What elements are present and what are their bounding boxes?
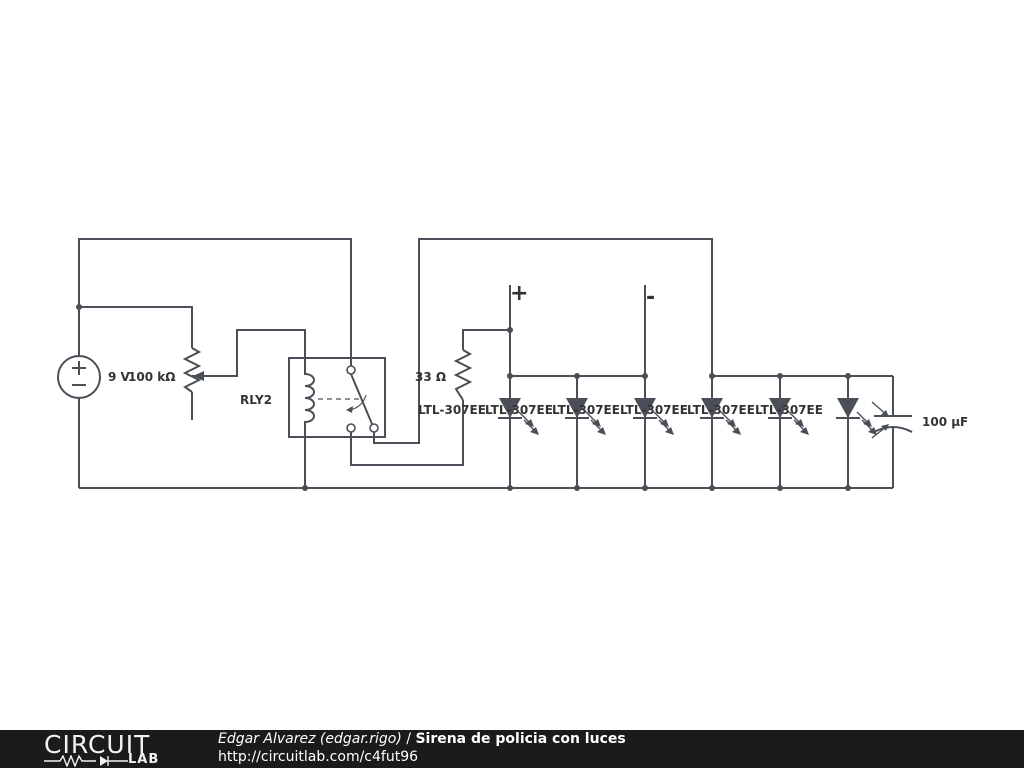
relay: [288, 357, 386, 438]
pot-label: 100 kΩ: [128, 370, 175, 384]
resistor-label: 33 Ω: [415, 370, 446, 384]
junction-dots: [76, 304, 851, 491]
circuit-url-link[interactable]: http://circuitlab.com/c4fut96: [218, 749, 419, 765]
author-name[interactable]: Edgar Alvarez (edgar.rigo): [218, 731, 402, 747]
led-5-label: LTL-307EE: [687, 403, 755, 417]
potentiometer: [182, 347, 210, 393]
brand-logo-top[interactable]: CIRCUIT: [44, 730, 151, 759]
resistor: [453, 349, 473, 401]
led-6: [835, 397, 878, 436]
led-3-label: LTL-307EE: [552, 403, 620, 417]
led-1-label: LTL-307EE: [418, 403, 486, 417]
led-6-label: LTL-307EE: [755, 403, 823, 417]
led-4-label: LTL-307EE: [620, 403, 688, 417]
relay-label: RLY2: [240, 393, 272, 407]
brand-logo-resistor-icon: [44, 755, 128, 767]
footer-bar: CIRCUIT LAB Edgar Alvarez (edgar.rigo) /…: [0, 730, 1024, 768]
circuit-title: Sirena de policia con luces: [415, 731, 626, 747]
source-label: 9 V: [108, 370, 131, 384]
capacitor-label: 100 µF: [922, 415, 968, 429]
circuit-schematic: 9 V 100 kΩ RLY2 33 Ω + -: [57, 238, 968, 491]
led-2-label: LTL-307EE: [485, 403, 553, 417]
voltage-source: [57, 355, 101, 399]
capacitor: [871, 401, 913, 439]
brand-logo-bottom[interactable]: LAB: [128, 752, 160, 767]
separator: /: [401, 731, 416, 747]
minus-terminal-label: -: [646, 285, 655, 310]
wires: [78, 238, 894, 489]
plus-terminal-label: +: [510, 281, 528, 306]
footer-attribution: Edgar Alvarez (edgar.rigo) / Sirena de p…: [218, 731, 626, 747]
